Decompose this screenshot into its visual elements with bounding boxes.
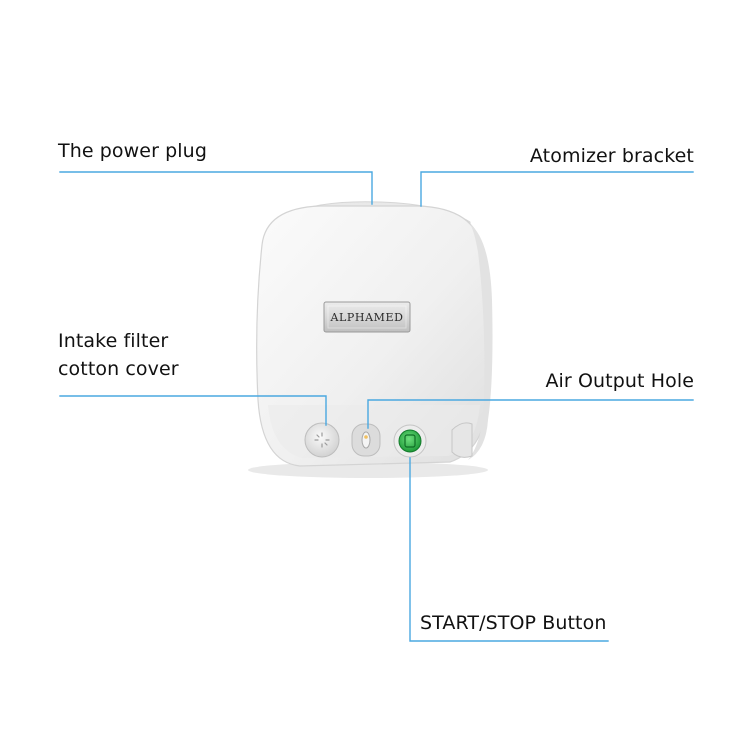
label-intake-filter-line2: cotton cover xyxy=(58,358,179,380)
callout-lines xyxy=(59,171,694,642)
air-output-hole[interactable] xyxy=(351,423,381,457)
filter-vent-icon xyxy=(314,432,330,448)
intake-filter-cover[interactable] xyxy=(304,422,340,458)
device-side xyxy=(468,224,493,460)
label-intake-filter-line1: Intake filter xyxy=(58,330,169,352)
label-air-output-hole: Air Output Hole xyxy=(545,370,694,392)
callout-line-air-output xyxy=(367,399,694,429)
label-intake-filter: Intake filter cotton cover xyxy=(58,327,179,383)
side-knob xyxy=(451,422,473,458)
callout-line-atomizer-bracket xyxy=(420,171,694,207)
callout-line-start-stop xyxy=(409,457,609,642)
label-atomizer-bracket: Atomizer bracket xyxy=(529,145,694,167)
brand-plate-text: ALPHAMED xyxy=(329,311,403,324)
label-start-stop-button: START/STOP Button xyxy=(420,612,607,634)
callout-line-power-plug xyxy=(59,171,373,205)
start-stop-button[interactable] xyxy=(393,424,427,458)
label-power-plug: The power plug xyxy=(58,140,207,162)
brand-plate xyxy=(323,301,411,333)
power-icon xyxy=(404,434,416,448)
callout-line-intake-filter xyxy=(59,395,327,426)
